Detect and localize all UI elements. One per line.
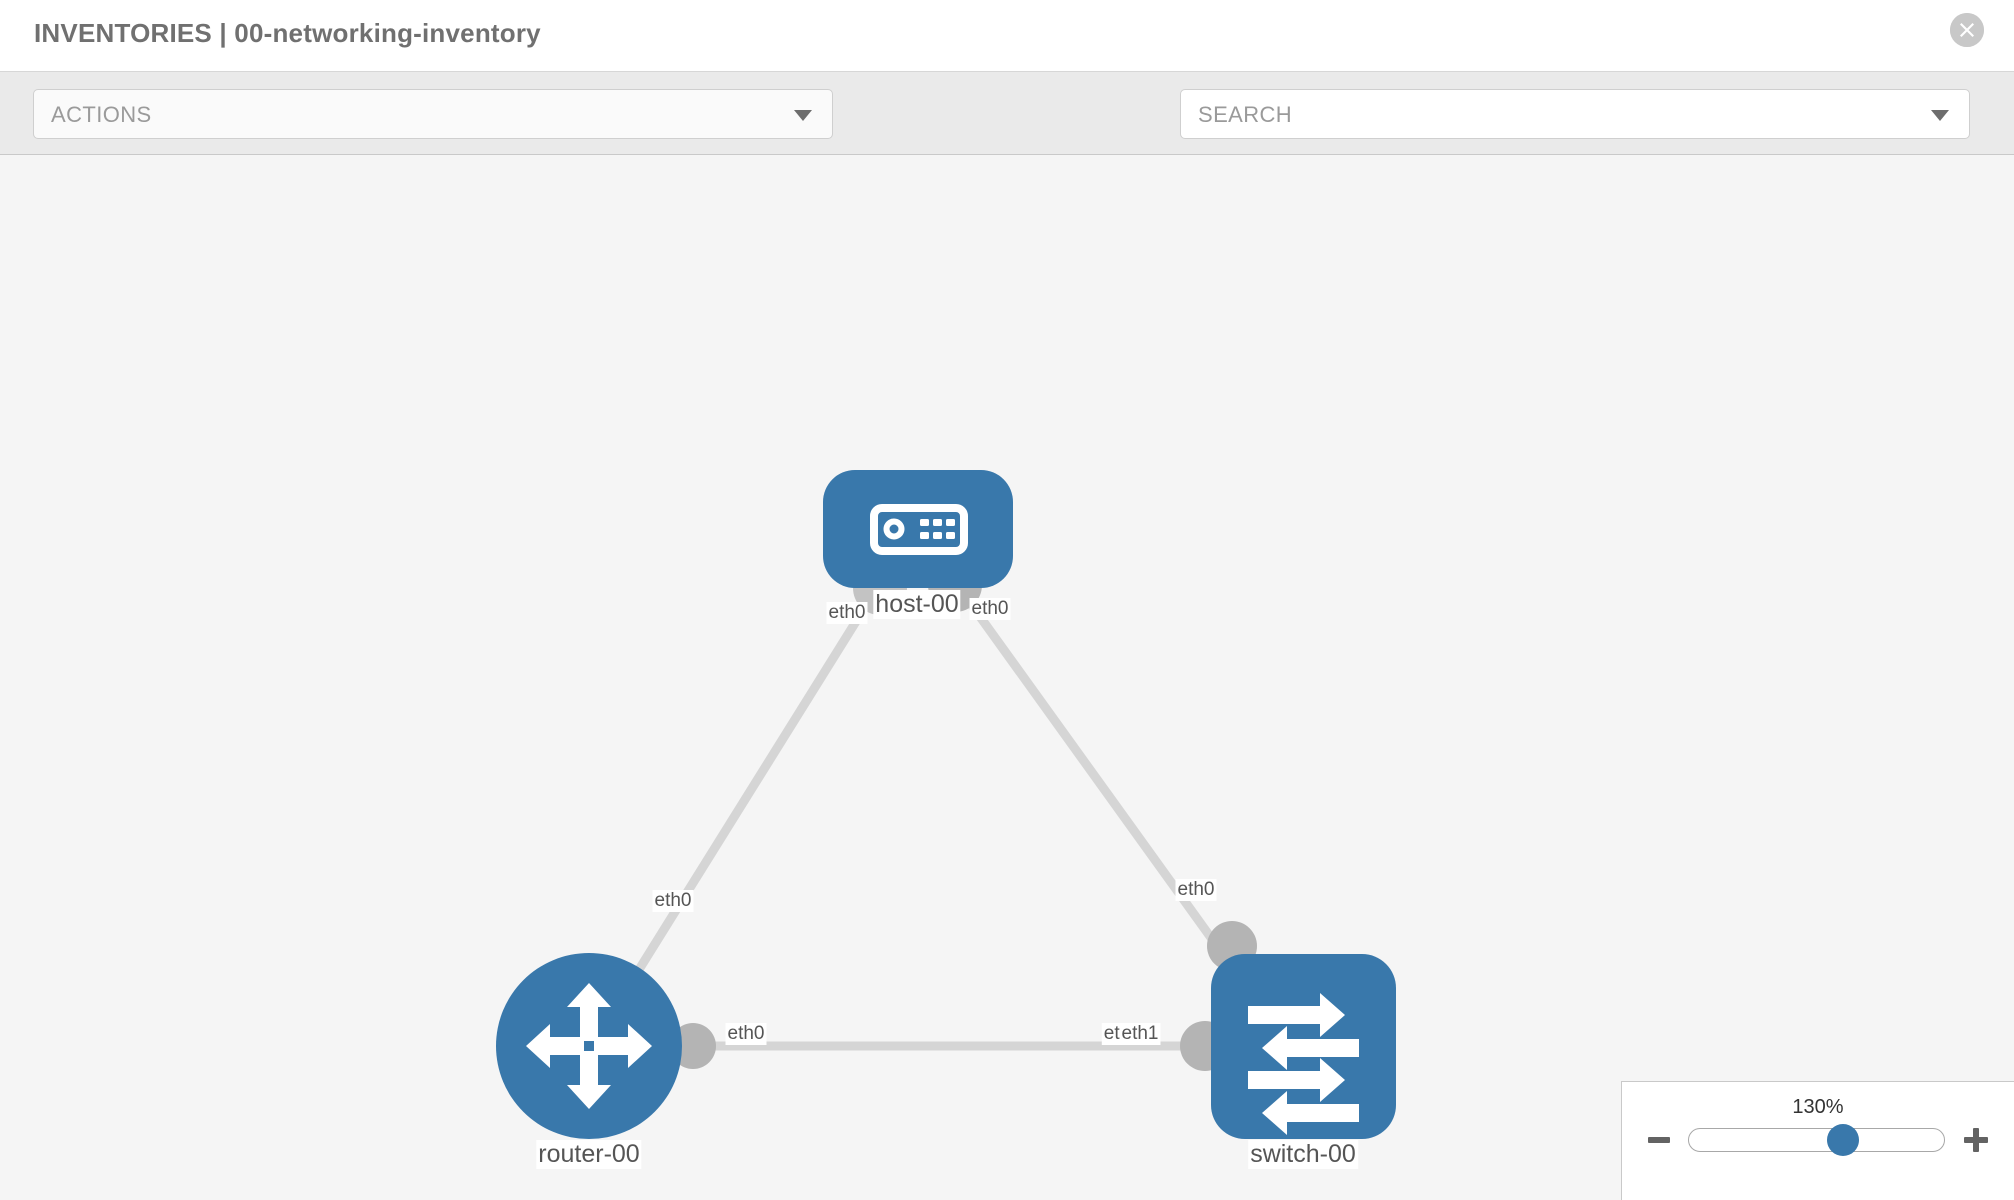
zoom-in-button[interactable] — [1964, 1128, 1988, 1152]
router-arrows-icon — [526, 983, 652, 1109]
topology-connectors — [670, 558, 1257, 1071]
chevron-down-icon — [794, 110, 812, 121]
iface-label: eth0 — [969, 598, 1011, 620]
page-header: INVENTORIES | 00-networking-inventory — [0, 0, 2014, 72]
actions-dropdown[interactable]: ACTIONS — [33, 89, 833, 139]
close-icon — [1950, 13, 1984, 47]
connector-router00-right — [670, 1023, 716, 1069]
actions-dropdown-label: ACTIONS — [51, 102, 152, 127]
zoom-slider-track[interactable] — [1688, 1124, 1945, 1156]
topology-links — [616, 572, 1249, 1051]
topology-graph — [496, 470, 1396, 1139]
page-title: INVENTORIES | 00-networking-inventory — [34, 18, 541, 48]
link-host00-switch00[interactable] — [946, 572, 1249, 988]
topology-canvas[interactable]: eth0 eth0 eth0 eth0 eth0 eth eth1 host-0… — [0, 155, 2014, 1200]
iface-label: eth0 — [652, 890, 694, 912]
zoom-percent-label: 130% — [1792, 1096, 1844, 1118]
node-label-router-00: router-00 — [536, 1140, 642, 1169]
zoom-slider-row — [1622, 1124, 2014, 1168]
iface-label: eth0 — [725, 1023, 767, 1045]
node-label-host-00: host-00 — [873, 590, 961, 619]
switch-arrows-icon — [1248, 993, 1359, 1135]
iface-label: eth0 — [1175, 879, 1217, 901]
node-switch-00[interactable] — [1211, 954, 1396, 1139]
link-host00-router00[interactable] — [616, 572, 889, 1003]
node-label-switch-00: switch-00 — [1248, 1140, 1358, 1169]
node-host-00[interactable] — [823, 470, 1013, 588]
iface-label: eth1 — [1119, 1023, 1161, 1045]
zoom-out-button[interactable] — [1648, 1137, 1670, 1143]
iface-label: eth0 — [826, 602, 868, 624]
search-placeholder: SEARCH — [1198, 102, 1293, 127]
zoom-control-panel: 130% — [1621, 1081, 2014, 1200]
search-field[interactable]: SEARCH — [1180, 89, 1970, 139]
chevron-down-icon — [1931, 110, 1949, 121]
server-icon — [870, 504, 968, 555]
zoom-slider-thumb[interactable] — [1827, 1124, 1859, 1156]
node-router-00[interactable] — [496, 953, 682, 1139]
close-button[interactable] — [1950, 13, 1984, 47]
toolbar: ACTIONS SEARCH — [0, 72, 2014, 202]
